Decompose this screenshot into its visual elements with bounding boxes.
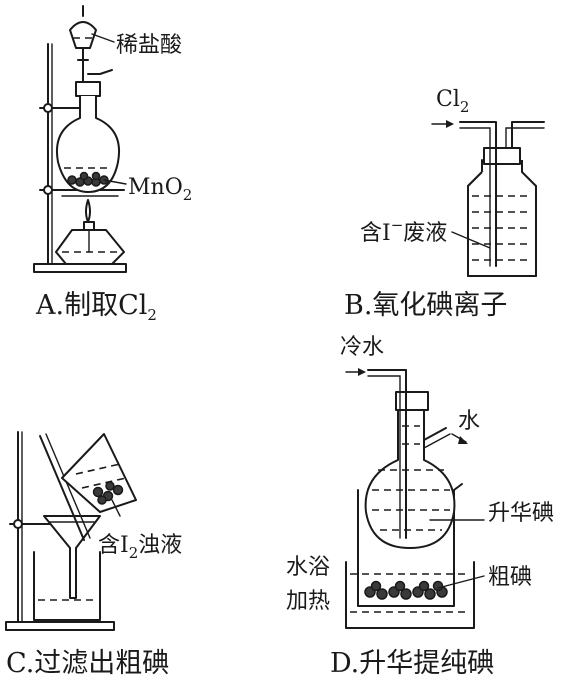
panel-d-cold-water xyxy=(372,425,450,531)
panel-b-waste-liquid xyxy=(472,195,532,261)
panel-a-caption: A.制取Cl2 xyxy=(35,290,157,324)
panel-c-caption: C.过滤出粗碘 xyxy=(6,648,169,679)
panel-a-mno2-label: MnO2 xyxy=(128,175,192,204)
panel-a-stopper xyxy=(75,81,101,97)
panel-a-mno2-leader xyxy=(103,179,127,185)
panel-b-outlet-tube xyxy=(511,121,545,149)
panel-d-caption: D.升华提纯碘 xyxy=(330,648,494,679)
panel-d-outlet-tube xyxy=(423,427,447,441)
panel-b-inlet-tube xyxy=(459,121,497,267)
panel-d-round-flask xyxy=(364,410,456,549)
panel-c-glass-rod xyxy=(39,435,85,541)
panel-b-waste-label: 含I−废液 xyxy=(360,216,447,246)
panel-d-crude-label: 粗碘 xyxy=(488,565,532,590)
panel-a-lamp-cap xyxy=(83,221,95,231)
panel-d-stopper xyxy=(395,391,429,411)
panel-a-ring-lower-knob xyxy=(43,185,53,195)
panel-b-stopper xyxy=(483,147,521,165)
panel-a-chlorine-generator: 稀盐酸 MnO2 A.制取Cl2 xyxy=(33,5,192,324)
panel-b-inlet-tube-inner xyxy=(459,127,491,267)
panel-d-crude-iodine xyxy=(364,580,448,600)
panel-d-inlet-tube-inner xyxy=(367,375,401,539)
panel-a-mno2-solid xyxy=(67,171,109,187)
panel-d-outlet-tube-inner xyxy=(423,433,451,449)
panel-c-glass-rod-edge xyxy=(45,433,91,539)
panel-a-acid-label: 稀盐酸 xyxy=(116,33,182,58)
panel-c-filter-funnel xyxy=(43,515,101,599)
panel-a-flame xyxy=(85,199,91,223)
panel-a-acid-leader xyxy=(91,33,115,43)
panel-d-inlet-tube xyxy=(367,369,407,539)
panel-d-cold-water-arrowhead xyxy=(358,368,366,376)
panel-a-clamp-upper-knob xyxy=(43,103,53,113)
panel-d-crude-leader xyxy=(437,575,485,589)
panel-d-sublimation: 冷水 水 升华碘 粗碘 水浴 加热 D.升华提纯碘 xyxy=(286,335,554,679)
panel-b-waste-leader xyxy=(451,231,491,249)
panel-d-bath-water xyxy=(350,573,470,613)
panel-c-stand-base xyxy=(5,621,115,631)
panel-c-iodine-particles xyxy=(92,481,124,505)
panel-a-stand-base xyxy=(33,263,127,273)
panel-b-cl2-label: Cl2 xyxy=(436,87,469,116)
panel-d-cold-water-label: 冷水 xyxy=(340,335,384,360)
panel-d-water-bath xyxy=(345,561,475,629)
panel-b-caption: B.氧化碘离子 xyxy=(344,290,507,321)
panel-d-sublimed-label: 升华碘 xyxy=(488,501,554,526)
panel-d-beaker xyxy=(357,483,463,607)
panel-b-gas-arrowhead xyxy=(446,120,454,128)
panel-d-water-arrowhead xyxy=(458,436,468,444)
panel-d-bath-label-2: 加热 xyxy=(286,589,330,614)
panel-c-filtration: 含I2浊液 C.过滤出粗碘 xyxy=(5,431,182,679)
panel-d-water-label: 水 xyxy=(458,409,480,434)
panel-c-beaker xyxy=(33,551,101,621)
panel-b-oxidation-bottle: Cl2 含I−废液 B.氧化碘离子 xyxy=(344,87,545,321)
panel-a-alcohol-lamp xyxy=(55,229,125,265)
panel-c-mix-leader xyxy=(111,499,121,517)
panel-b-outlet-tube-inner xyxy=(505,127,545,149)
panel-c-ring-knob xyxy=(13,519,23,529)
panel-d-bath-label-1: 水浴 xyxy=(286,555,330,580)
panel-a-delivery-tube xyxy=(87,69,113,75)
panel-b-gas-bottle xyxy=(467,160,537,277)
panel-a-separatory-funnel xyxy=(69,21,97,49)
panel-c-suspension-liquid xyxy=(75,463,127,489)
panel-c-mix-label: 含I2浊液 xyxy=(98,533,182,562)
